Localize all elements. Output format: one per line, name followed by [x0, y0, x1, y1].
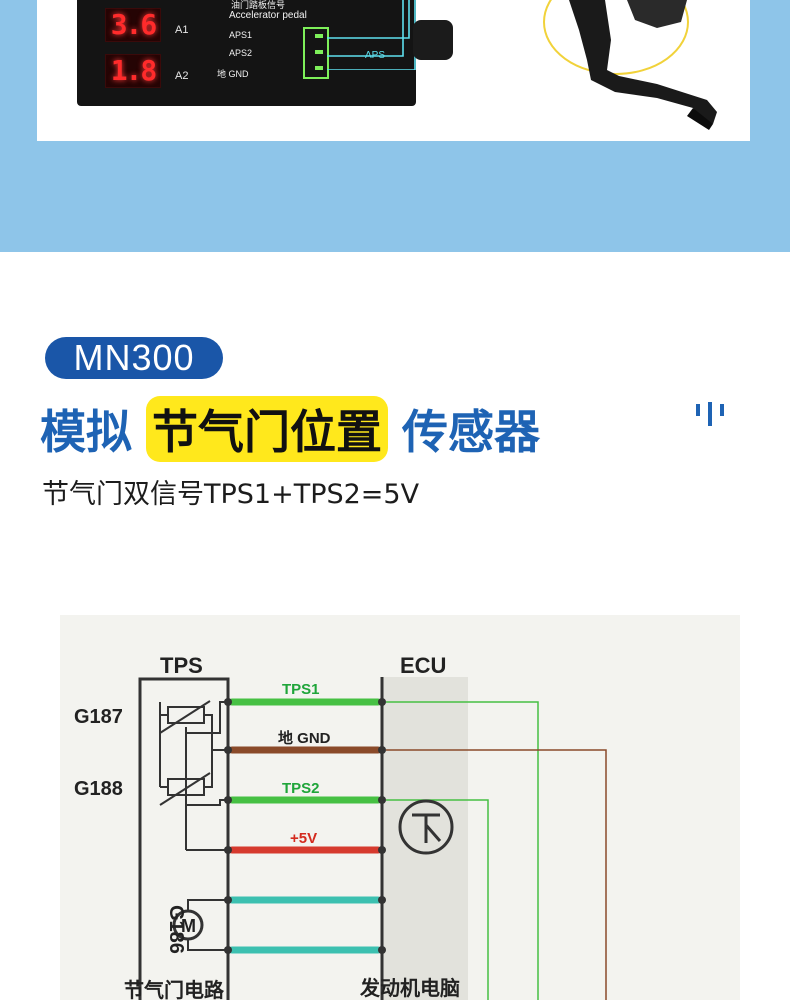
quote-mark-icon [696, 402, 724, 426]
transistor-icon [398, 799, 454, 855]
pedal-title-cn: 油门踏板信号 [231, 0, 286, 10]
product-photo: 3.6 A1 1.8 A2 油门踏板信号 Accelerator pedal A… [37, 0, 750, 141]
headline-part1: 模拟 [40, 405, 132, 459]
accelerator-pedal-image [543, 0, 717, 130]
headline-highlight: 节气门位置 [146, 396, 388, 462]
g188-label: G188 [74, 778, 123, 800]
tps-footer: 节气门电路 [124, 978, 225, 1000]
wire-group [228, 698, 382, 954]
subtitle: 节气门双信号TPS1+TPS2=5V [42, 479, 420, 510]
wire-5v-label: +5V [290, 830, 317, 847]
wire-tps2-label: TPS2 [282, 780, 320, 797]
motor-letter: M [181, 916, 196, 936]
wire-gnd-label: 地 GND [278, 729, 331, 747]
throttle-schematic: TPS ECU G187 G188 G186 M TPS1 地 GND TPS2… [60, 615, 740, 1000]
aps-label: APS [365, 50, 386, 61]
connector-pin [315, 66, 323, 70]
g187-label: G187 [74, 706, 123, 728]
connector-pin [315, 50, 323, 54]
connector-block [303, 27, 329, 79]
headline: 模拟 节气门位置 传感器 [40, 394, 540, 464]
pedal-title-en: Accelerator pedal [229, 10, 307, 21]
display-a2: 1.8 [105, 54, 161, 88]
ecu-footer: 发动机电脑 [359, 976, 460, 1000]
wire-tps1-label: TPS1 [282, 681, 320, 698]
device-connector [413, 20, 453, 60]
simulator-device: 3.6 A1 1.8 A2 油门踏板信号 Accelerator pedal A… [77, 0, 416, 106]
headline-part2: 传感器 [402, 405, 540, 459]
tps-label: TPS [160, 653, 203, 678]
pin-aps2-label: APS2 [229, 48, 253, 58]
display-a1: 3.6 [105, 8, 161, 42]
top-banner: 3.6 A1 1.8 A2 油门踏板信号 Accelerator pedal A… [0, 0, 790, 252]
g186-label: G186 [165, 905, 187, 954]
model-badge: MN300 [45, 337, 223, 379]
connector-pin [315, 34, 323, 38]
pin-aps1-label: APS1 [229, 30, 253, 40]
channel-a1-label: A1 [175, 24, 189, 36]
channel-a2-label: A2 [175, 70, 189, 82]
schematic-drawing: TPS ECU G187 G188 G186 M TPS1 地 GND TPS2… [74, 653, 607, 1000]
pin-gnd-label: 地 GND [217, 69, 249, 79]
ecu-label: ECU [400, 653, 446, 678]
